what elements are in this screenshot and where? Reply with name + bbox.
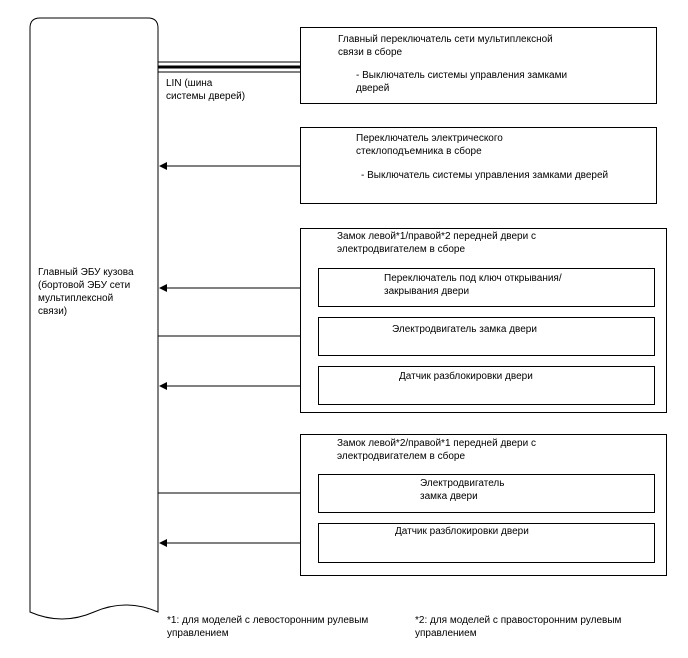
main-switch-item: - Выключатель системы управления замками… — [356, 70, 568, 94]
door-sensor-1-box — [318, 366, 655, 405]
lin-label: LIN (шина системы дверей) — [166, 78, 246, 102]
footnote-2: *2: для моделей с правосторонним рулевым… — [415, 615, 622, 639]
key-switch-label: Переключатель под ключ открывания/ закры… — [384, 273, 562, 297]
window-switch-box — [300, 127, 657, 204]
door-sensor-2-box — [318, 523, 655, 563]
window-switch-item: - Выключатель системы управления замками… — [361, 170, 609, 181]
door-sensor-1-label: Датчик разблокировки двери — [399, 371, 533, 382]
ecu-label: Главный ЭБУ кузова (бортовой ЭБУ сети му… — [38, 267, 134, 317]
main-switch-title: Главный переключатель сети мультиплексно… — [338, 34, 553, 58]
door-motor-1-box — [318, 317, 655, 356]
door-motor-2-box — [318, 474, 655, 513]
front-door-2-title: Замок левой*2/правой*1 передней двери с … — [337, 438, 536, 462]
front-door-1-title: Замок левой*1/правой*2 передней двери с … — [337, 231, 536, 255]
key-switch-box — [318, 268, 655, 307]
main-switch-box — [300, 27, 657, 104]
window-switch-title: Переключатель электрического стеклоподъе… — [356, 133, 503, 157]
lin-bus — [158, 61, 300, 73]
footnote-1: *1: для моделей с левосторонним рулевым … — [167, 615, 369, 639]
door-motor-2-label: Электродвигатель замка двери — [420, 478, 505, 502]
door-sensor-2-label: Датчик разблокировки двери — [395, 526, 529, 537]
ecu-block — [29, 17, 159, 620]
door-motor-1-label: Электродвигатель замка двери — [392, 324, 537, 335]
